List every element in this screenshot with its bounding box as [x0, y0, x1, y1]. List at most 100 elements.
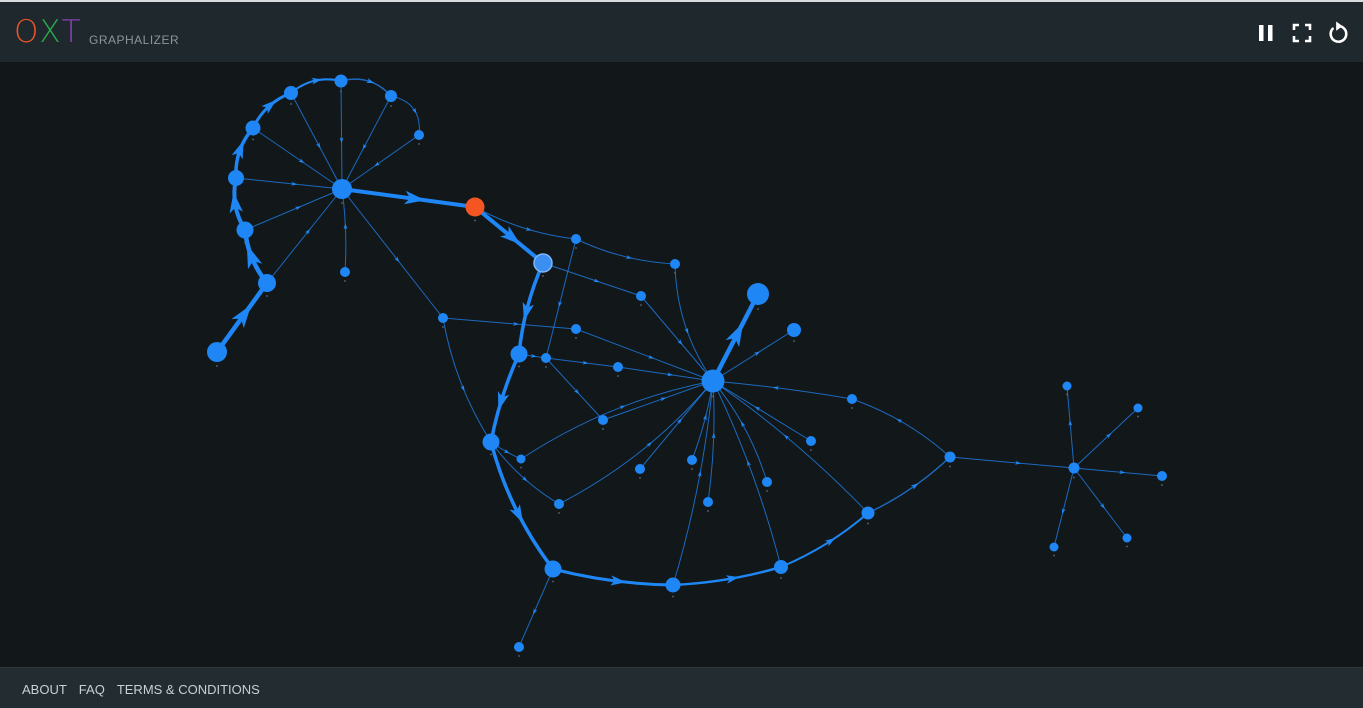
graph-node[interactable]: [236, 221, 254, 239]
terms-link[interactable]: TERMS & CONDITIONS: [116, 682, 260, 697]
edge-arrow: [294, 206, 302, 211]
graph-node[interactable]: [1068, 462, 1080, 474]
graph-node[interactable]: [284, 86, 298, 100]
fullscreen-button[interactable]: [1291, 20, 1313, 46]
graph-node[interactable]: [787, 323, 801, 337]
graph-node[interactable]: [1122, 533, 1132, 543]
node-label-dot: [1053, 554, 1055, 557]
graph-node[interactable]: [544, 560, 562, 578]
graph-node[interactable]: [1049, 542, 1059, 552]
edge-arrow: [522, 301, 535, 321]
edge-arrow: [753, 351, 761, 357]
graph-node[interactable]: [806, 436, 816, 446]
edge-arrow: [747, 460, 752, 467]
edge-arrow: [291, 181, 298, 186]
edge-arrow: [533, 608, 538, 615]
graph-edges: [215, 77, 1163, 648]
graph-node[interactable]: [571, 324, 581, 334]
node-label-dot: [552, 580, 554, 583]
graph-node-selected[interactable]: [465, 197, 485, 217]
edge-arrow: [374, 161, 381, 167]
graph-node[interactable]: [665, 577, 681, 593]
graph-node[interactable]: [762, 477, 772, 487]
graph-node[interactable]: [847, 394, 857, 404]
graph-node[interactable]: [1062, 381, 1072, 391]
graph-edge: [390, 95, 420, 136]
graph-node[interactable]: [510, 345, 528, 363]
pause-button[interactable]: [1255, 20, 1277, 46]
oxt-logo[interactable]: OXT: [14, 12, 82, 52]
graph-node[interactable]: [258, 274, 276, 292]
about-link[interactable]: ABOUT: [22, 682, 67, 697]
node-label-dot: [575, 247, 577, 249]
edge-arrow: [625, 255, 633, 259]
graph-node[interactable]: [245, 120, 261, 136]
graph-node[interactable]: [636, 291, 646, 301]
header-bar: OXT GRAPHALIZER: [0, 2, 1363, 62]
graph-edge: [602, 380, 714, 421]
graph-node[interactable]: [541, 353, 551, 363]
edge-arrow: [500, 225, 521, 245]
edge-arrow: [411, 107, 417, 114]
graph-node[interactable]: [613, 362, 623, 372]
graph-node[interactable]: [747, 283, 769, 305]
node-label-dot: [867, 522, 869, 525]
graph-node[interactable]: [1133, 403, 1143, 413]
graph-node[interactable]: [635, 464, 645, 474]
graph-node[interactable]: [687, 455, 697, 465]
edge-arrow: [754, 406, 761, 412]
graph-edge: [490, 441, 560, 505]
graph-edge: [474, 206, 577, 240]
edge-arrow: [711, 432, 716, 439]
graph-node[interactable]: [340, 267, 350, 277]
graph-node[interactable]: [571, 234, 581, 244]
graph-node[interactable]: [516, 454, 526, 464]
faq-link[interactable]: FAQ: [78, 682, 105, 697]
node-label-dot: [602, 428, 604, 430]
graph-node[interactable]: [228, 170, 244, 186]
graph-node[interactable]: [670, 259, 680, 269]
edge-arrow: [783, 434, 790, 440]
pause-icon: [1259, 25, 1273, 41]
edge-arrow: [593, 278, 600, 283]
graph-node[interactable]: [861, 506, 875, 520]
graph-node[interactable]: [514, 642, 524, 652]
graph-node[interactable]: [482, 433, 500, 451]
graph-node[interactable]: [414, 130, 424, 140]
graph-edge: [252, 127, 343, 190]
graph-node[interactable]: [944, 451, 956, 463]
footer-bar: ABOUT FAQ TERMS & CONDITIONS: [0, 667, 1363, 708]
graph-node[interactable]: [438, 313, 448, 323]
edge-arrow: [497, 391, 510, 411]
reset-button[interactable]: [1327, 20, 1349, 46]
graph-node[interactable]: [533, 253, 553, 273]
graph-canvas[interactable]: [0, 62, 1363, 667]
node-label-dot: [341, 202, 343, 204]
graph-node[interactable]: [598, 415, 608, 425]
edge-arrow: [1099, 502, 1105, 509]
graph-node[interactable]: [554, 499, 564, 509]
edge-arrow: [676, 418, 683, 425]
edge-arrow: [772, 386, 779, 391]
graph-node[interactable]: [385, 90, 397, 102]
graph-node[interactable]: [703, 497, 713, 507]
edge-arrow: [740, 421, 746, 428]
graph-edge: [949, 456, 1075, 469]
graph-node[interactable]: [334, 74, 348, 88]
graph-node[interactable]: [332, 179, 352, 199]
graph-edge: [290, 92, 343, 190]
graph-edge: [341, 188, 444, 319]
edge-arrow: [725, 575, 740, 584]
graph-edge: [489, 353, 521, 443]
graph-controls: [1255, 20, 1349, 46]
graph-node[interactable]: [701, 369, 725, 393]
graph-edge: [518, 568, 554, 648]
graph-edge: [780, 512, 869, 568]
graph-edge: [244, 188, 343, 231]
graph-node[interactable]: [774, 560, 788, 574]
node-label-dot: [1161, 484, 1163, 486]
graph-node[interactable]: [207, 342, 227, 362]
graph-node[interactable]: [1157, 471, 1167, 481]
edge-arrow: [530, 353, 537, 358]
edge-arrow: [460, 385, 465, 392]
